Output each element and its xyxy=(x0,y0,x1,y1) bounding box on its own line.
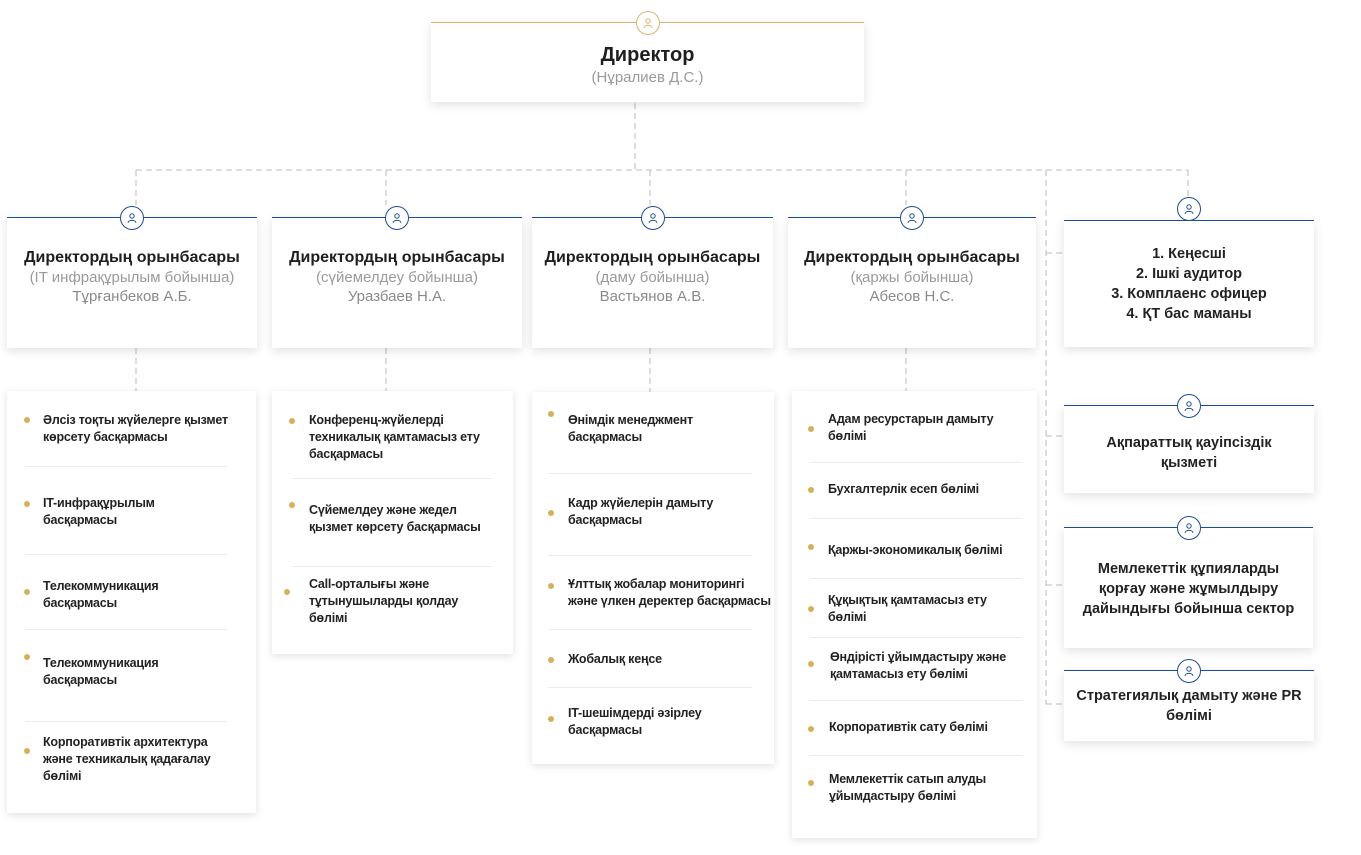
list-item: Бухгалтерлік есеп бөлімі xyxy=(828,482,979,496)
deputy-card-finance: Директордың орынбасары (қаржы бойынша) А… xyxy=(788,206,1036,348)
list-item: Ұлттық жобалар мониторингі және үлкен де… xyxy=(568,577,771,608)
person-icon xyxy=(1177,197,1201,221)
bullet-icon xyxy=(808,606,814,612)
bullet-icon xyxy=(289,502,295,508)
department-list-finance: Адам ресурстарын дамыту бөлімі Бухгалтер… xyxy=(792,391,1037,838)
list-item: Конференц-жүйелерді техникалық қамтамасы… xyxy=(309,413,480,461)
side-unit-infosec: Ақпараттық қауіпсіздік қызметі xyxy=(1064,394,1314,493)
person-icon xyxy=(640,206,665,230)
council-item: 1. Кеңесші xyxy=(1152,246,1226,262)
list-item: IT-шешімдерді әзірлеу басқармасы xyxy=(568,706,702,737)
list-item: Қаржы-экономикалық бөлімі xyxy=(828,543,1003,557)
list-item: Call-орталығы және тұтынушыларды қолдау … xyxy=(309,577,459,625)
person-icon xyxy=(1177,394,1201,418)
council-card: 1. Кеңесші 2. Ішкі аудитор 3. Комплаенс … xyxy=(1064,197,1314,347)
bullet-icon xyxy=(808,780,814,786)
side-unit-title: Мемлекеттік құпияларды қорғау және жұмыл… xyxy=(1082,561,1295,617)
deputy-subtitle: (даму бойынша) xyxy=(595,269,710,286)
deputy-name: Вастьянов А.В. xyxy=(599,288,706,305)
director-card: Директор (Нұралиев Д.С.) xyxy=(431,11,864,102)
deputy-subtitle: (IT инфрақұрылым бойынша) xyxy=(29,269,235,286)
bullet-icon xyxy=(808,544,814,550)
person-icon xyxy=(900,206,924,230)
deputy-title: Директордың орынбасары xyxy=(289,249,505,266)
deputy-subtitle: (сүйемелдеу бойынша) xyxy=(316,269,478,286)
bullet-icon xyxy=(284,589,290,595)
list-item: Өндірісті ұйымдастыру және қамтамасыз ет… xyxy=(830,650,1007,681)
director-title: Директор xyxy=(600,44,695,66)
bullet-icon xyxy=(24,589,30,595)
deputy-card-development: Директордың орынбасары (даму бойынша) Ва… xyxy=(532,206,773,348)
bullet-icon xyxy=(808,661,814,667)
deputy-title: Директордың орынбасары xyxy=(24,249,240,266)
bullet-icon xyxy=(24,501,30,507)
deputy-title: Директордың орынбасары xyxy=(544,249,761,266)
bullet-icon xyxy=(548,657,554,663)
bullet-icon xyxy=(24,417,30,423)
deputy-card-support: Директордың орынбасары (сүйемелдеу бойын… xyxy=(272,206,522,348)
council-item: 3. Комплаенс офицер xyxy=(1111,286,1267,302)
person-icon xyxy=(1176,516,1201,540)
side-unit-secrets: Мемлекеттік құпияларды қорғау және жұмыл… xyxy=(1064,516,1313,648)
bullet-icon xyxy=(24,748,30,754)
bullet-icon xyxy=(808,726,814,732)
bullet-icon xyxy=(548,716,554,722)
list-item: Телекоммуникация басқармасы xyxy=(43,656,159,687)
deputy-subtitle: (қаржы бойынша) xyxy=(850,269,974,286)
person-icon xyxy=(120,206,144,230)
council-item: 2. Ішкі аудитор xyxy=(1135,266,1243,282)
bullet-icon xyxy=(808,487,814,493)
department-list-it: Әлсіз тоқты жүйелерге қызмет көрсету бас… xyxy=(7,391,256,813)
list-item: Кадр жүйелерін дамыту басқармасы xyxy=(568,496,714,527)
list-item: Телекоммуникация басқармасы xyxy=(43,579,159,610)
list-item: Құқықтық қамтамасыз ету бөлімі xyxy=(828,593,987,624)
bullet-icon xyxy=(548,411,554,417)
list-item: Корпоративтік архитектура және техникалы… xyxy=(43,735,211,783)
list-item: IT-инфрақұрылым басқармасы xyxy=(43,496,155,527)
list-item: Адам ресурстарын дамыту бөлімі xyxy=(828,412,994,443)
department-list-support: Конференц-жүйелерді техникалық қамтамасы… xyxy=(272,391,513,654)
council-item: 4. ҚТ бас маманы xyxy=(1126,306,1252,322)
list-item: Өнімдік менеджмент басқармасы xyxy=(568,413,693,444)
side-unit-title: Ақпараттық қауіпсіздік қызметі xyxy=(1106,435,1272,471)
deputy-name: Абесов Н.С. xyxy=(869,288,955,305)
list-item: Жобалық кеңсе xyxy=(568,652,662,666)
person-icon xyxy=(1177,659,1201,683)
deputy-title: Директордың орынбасары xyxy=(804,249,1020,266)
deputy-card-it: Директордың орынбасары (IT инфрақұрылым … xyxy=(7,206,257,348)
list-item: Корпоративтік сату бөлімі xyxy=(829,720,988,734)
bullet-icon xyxy=(548,510,554,516)
person-icon xyxy=(385,206,409,230)
director-name: (Нұралиев Д.С.) xyxy=(591,69,704,86)
list-item: Әлсіз тоқты жүйелерге қызмет көрсету бас… xyxy=(43,413,228,444)
person-icon xyxy=(635,11,660,35)
bullet-icon xyxy=(808,426,814,432)
deputy-name: Тұрғанбеков А.Б. xyxy=(72,288,192,305)
list-item: Мемлекеттік сатып алуды ұйымдастыру бөлі… xyxy=(829,772,986,803)
bullet-icon xyxy=(289,418,295,424)
side-unit-title: Стратегиялық дамыту және PR бөлімі xyxy=(1076,688,1302,724)
side-unit-strategy: Стратегиялық дамыту және PR бөлімі xyxy=(1064,659,1314,741)
deputy-name: Уразбаев Н.А. xyxy=(347,288,447,305)
list-item: Сүйемелдеу және жедел қызмет көрсету бас… xyxy=(309,503,481,534)
bullet-icon xyxy=(24,654,30,660)
department-list-development: Өнімдік менеджмент басқармасы Кадр жүйел… xyxy=(532,392,774,764)
bullet-icon xyxy=(548,583,554,589)
